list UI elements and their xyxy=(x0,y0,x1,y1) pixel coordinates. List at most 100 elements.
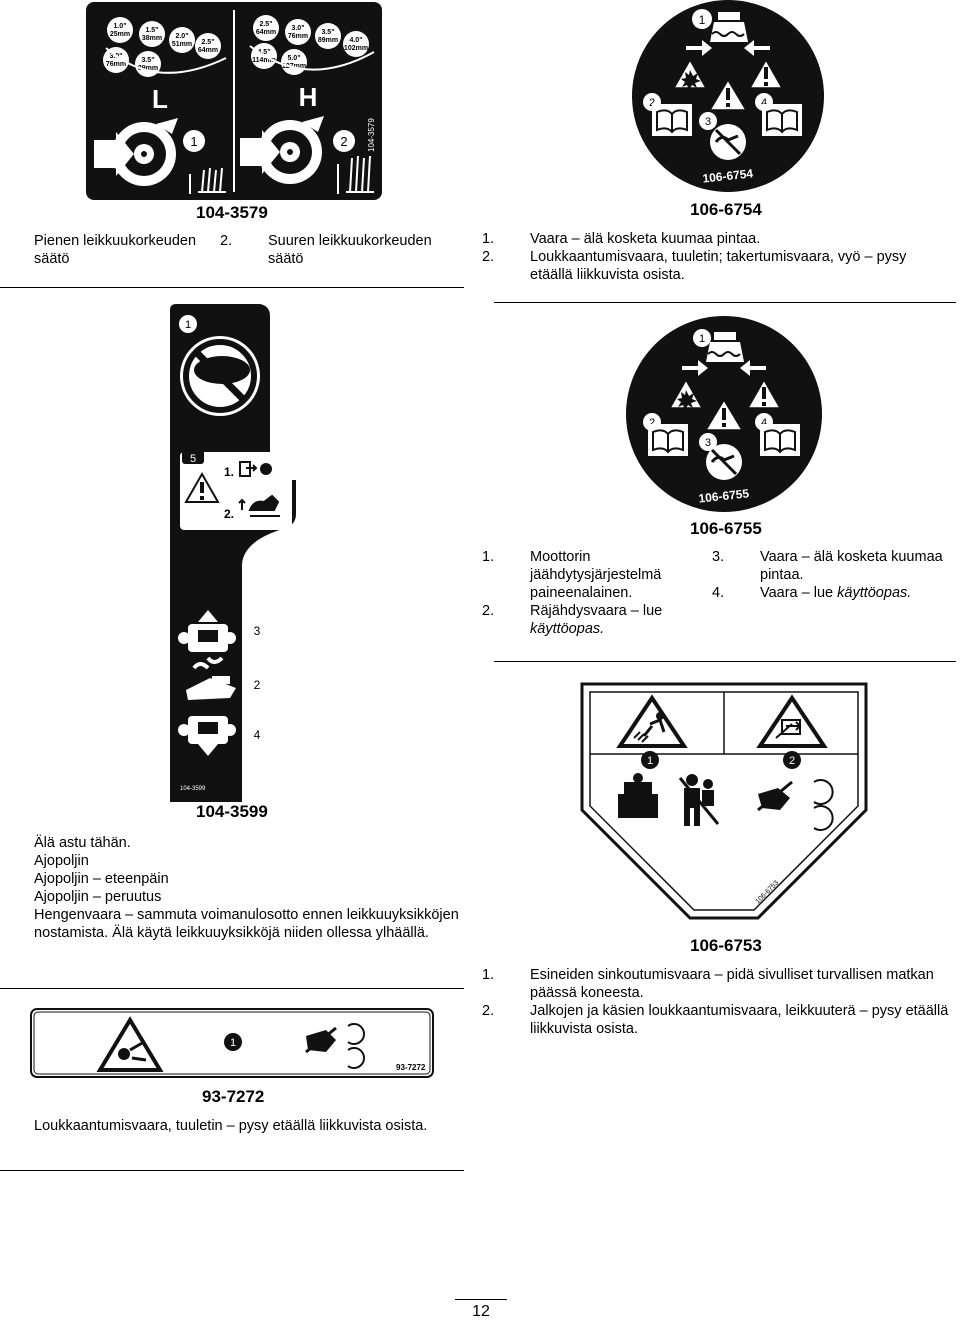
warning-icon xyxy=(184,471,220,503)
callout-number: 4 xyxy=(761,97,767,109)
warning-fan-icon xyxy=(96,1016,164,1072)
height-label: 64mm xyxy=(256,29,276,36)
list-item: 1.Loukkaantumisvaara, tuuletin – pysy et… xyxy=(34,1118,428,1134)
callout-number: 2 xyxy=(789,755,795,767)
list-item: 4.Ajopoljin – peruutus xyxy=(34,889,162,905)
radiator-cap-icon xyxy=(682,332,766,376)
callout-number: 4 xyxy=(761,417,767,429)
radiator-cap-icon xyxy=(686,12,770,56)
list: 1.Älä astu tähän. 2.Ajopoljin 3.Ajopolji… xyxy=(10,834,460,942)
list: 1.Vaara – älä kosketa kuumaa pintaa. 2.L… xyxy=(482,230,950,284)
callout-number: 2 xyxy=(340,134,347,149)
callout-number: 4 xyxy=(254,728,261,742)
height-label: 2.5" xyxy=(259,21,272,28)
height-label: 89mm xyxy=(318,37,338,44)
height-label: 38mm xyxy=(142,35,162,42)
keep-bystanders-away-icon xyxy=(678,774,720,826)
list-item: 3.Ajopoljin – eteenpäin xyxy=(34,871,169,887)
decal-code-small: 106-6755 xyxy=(698,486,750,505)
callout-number: 5 xyxy=(190,453,196,465)
decal-104-3599: 1 5 1. 2. xyxy=(170,304,296,802)
height-label: 25mm xyxy=(110,31,130,38)
list-item: 1.Älä astu tähän. xyxy=(34,835,131,851)
callout-number: 2 xyxy=(649,97,655,109)
height-label: 51mm xyxy=(172,41,192,48)
list-item: 3.Vaara – älä kosketa kuumaa pintaa. xyxy=(712,549,943,583)
list-item: 2.Räjähdysvaara – lue käyttöopas. xyxy=(482,603,663,637)
height-label: 3.0" xyxy=(291,25,304,32)
pedal-reverse-icon xyxy=(178,716,236,756)
list-item: 5.Hengenvaara – sammuta voimanulosotto e… xyxy=(34,907,459,941)
decal-caption: 93-7272 xyxy=(202,1087,265,1106)
letter-h: H xyxy=(299,82,318,112)
no-hand-blade-icon xyxy=(757,779,834,831)
adjust-knob-icon xyxy=(240,116,324,184)
height-label: 2.5" xyxy=(201,39,214,46)
no-hand-fan-icon xyxy=(305,1023,365,1069)
adjust-knob-icon xyxy=(94,118,178,186)
decal-93-7272: 1 93-7272 xyxy=(30,1008,434,1078)
no-step-icon xyxy=(180,336,260,416)
height-label: 3.5" xyxy=(141,57,154,64)
pto-warning-panel: 5 1. 2. xyxy=(180,450,292,530)
list-item: 4.Vaara – lue käyttöopas. xyxy=(712,585,912,601)
decal-104-3579: 1.0" 25mm 1.5" 38mm 2.0" 51mm 2.5" 64mm … xyxy=(86,2,382,200)
decal-caption: 104-3579 xyxy=(196,203,268,222)
grass-height-icon xyxy=(189,167,226,194)
height-label: 76mm xyxy=(288,33,308,40)
callout-number: 1 xyxy=(185,319,191,331)
callout-number: 1 xyxy=(230,1037,236,1049)
page-number: 12 xyxy=(472,1303,490,1320)
callout-number: 3 xyxy=(705,437,711,449)
warning-icon xyxy=(746,378,782,409)
divider xyxy=(0,1170,464,1171)
callout-number: 3 xyxy=(705,116,711,128)
decal-code-small: 104-3579 xyxy=(367,118,376,152)
list: 3.Vaara – älä kosketa kuumaa pintaa. 4.V… xyxy=(712,548,956,602)
height-label: 4.0" xyxy=(349,37,362,44)
no-touch-hot-surface-icon xyxy=(706,444,742,480)
height-label: 3.5" xyxy=(321,29,334,36)
height-label: 2.0" xyxy=(175,33,188,40)
height-label: 4.5" xyxy=(257,49,270,56)
warning-icon xyxy=(704,398,744,431)
grass-height-icon xyxy=(337,155,374,194)
callout-number: 1 xyxy=(699,333,705,345)
decal-106-6754: 1 2 4 xyxy=(630,0,826,192)
page-number-rule xyxy=(455,1299,507,1300)
callout-number: 1 xyxy=(190,134,197,149)
callout-number: 2 xyxy=(254,678,261,692)
list-item: 2.Loukkaantumisvaara, tuuletin; takertum… xyxy=(482,249,907,283)
list-item: 2.Suuren leikkuukorkeuden säätö xyxy=(220,233,432,267)
list: 1.Moottorin jäähdytysjärjestelmä paineen… xyxy=(482,548,706,638)
callout-number: 3 xyxy=(254,624,261,638)
height-label: 102mm xyxy=(344,45,368,52)
height-label: 5.0" xyxy=(287,55,300,62)
decal-caption: 104-3599 xyxy=(196,802,268,821)
no-touch-hot-surface-icon xyxy=(710,124,746,160)
decal-code-small: 106-6754 xyxy=(702,166,754,185)
callout-number: 2 xyxy=(649,417,655,429)
decal-106-6753: 1 2 106-6753 xyxy=(580,682,868,922)
decal-caption: 106-6755 xyxy=(690,519,762,538)
decal-code-small: 93-7272 xyxy=(396,1063,426,1072)
letter-l: L xyxy=(152,84,168,114)
height-label: 114mm xyxy=(252,57,276,64)
decal-code-small: 104-3599 xyxy=(180,786,206,792)
warning-explosion-icon xyxy=(668,378,704,410)
manual-book-icon xyxy=(648,424,688,456)
decal-caption: 106-6753 xyxy=(690,936,762,955)
callout-number: 1 xyxy=(647,755,653,767)
step-label: 2. xyxy=(224,507,234,521)
decal-caption: 106-6754 xyxy=(690,200,762,219)
warning-explosion-icon xyxy=(672,58,708,90)
height-label: 1.0" xyxy=(113,23,126,30)
warning-icon xyxy=(748,58,784,89)
height-label: 1.5" xyxy=(145,27,158,34)
list-item: 2.Jalkojen ja käsien loukkaantumisvaara,… xyxy=(482,1003,949,1037)
machine-operator-icon xyxy=(618,773,658,818)
warning-blade-icon xyxy=(756,694,828,748)
list-item: 1.Esineiden sinkoutumisvaara – pidä sivu… xyxy=(482,967,934,1001)
pedal-forward-icon xyxy=(178,610,236,652)
manual-book-icon xyxy=(652,104,692,136)
